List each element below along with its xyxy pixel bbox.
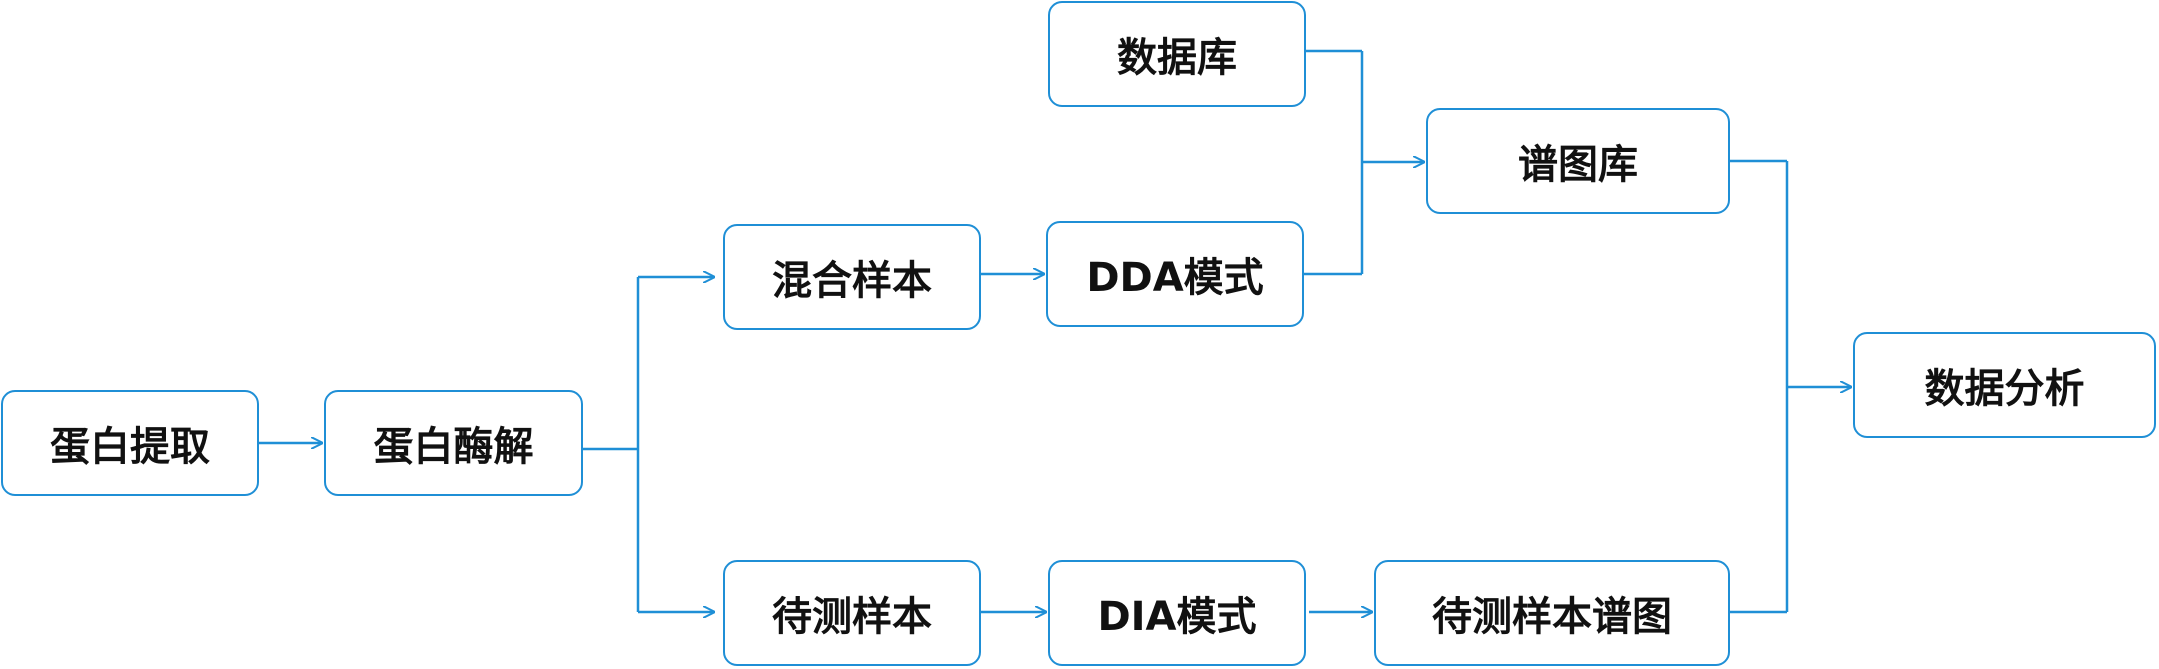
node-spectral-library: 谱图库 bbox=[1426, 108, 1730, 214]
node-mixed-sample: 混合样本 bbox=[723, 224, 981, 330]
node-protein-digestion: 蛋白酶解 bbox=[324, 390, 583, 496]
node-test-sample: 待测样本 bbox=[723, 560, 981, 666]
node-dia-mode: DIA模式 bbox=[1048, 560, 1306, 666]
node-protein-extraction: 蛋白提取 bbox=[1, 390, 259, 496]
node-database: 数据库 bbox=[1048, 1, 1306, 107]
node-dda-mode: DDA模式 bbox=[1046, 221, 1304, 327]
node-test-sample-spectra: 待测样本谱图 bbox=[1374, 560, 1730, 666]
node-data-analysis: 数据分析 bbox=[1853, 332, 2156, 438]
